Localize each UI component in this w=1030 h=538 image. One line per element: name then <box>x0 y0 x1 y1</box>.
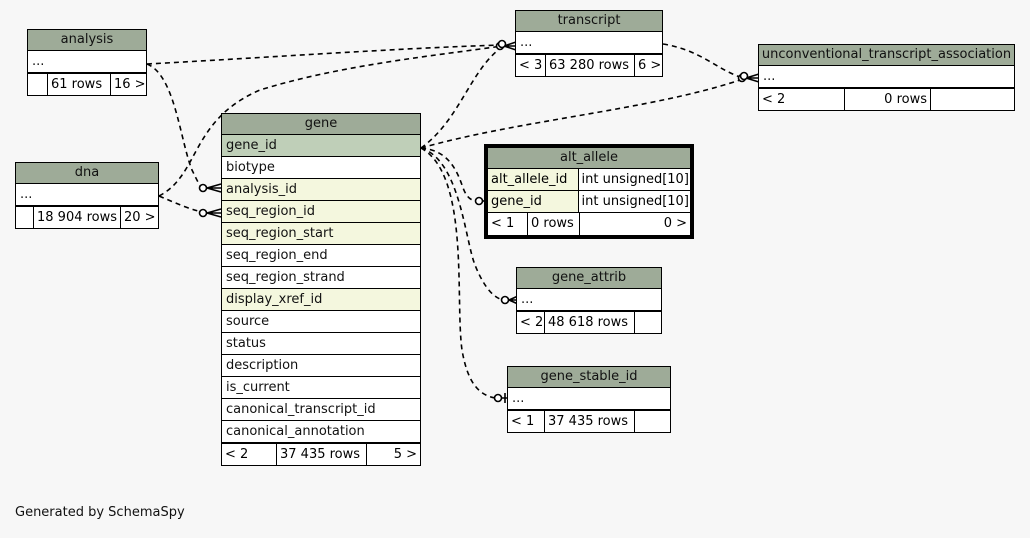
table-header: analysis <box>28 30 146 51</box>
column-analysis-id: analysis_id <box>222 179 420 201</box>
table-row: ... <box>28 51 146 73</box>
column-is-current: is_current <box>222 377 420 399</box>
table-gene-stable-id[interactable]: gene_stable_id ... < 1 37 435 rows <box>507 366 671 433</box>
table-row: ... <box>516 32 662 54</box>
edge-gene-uta <box>420 79 741 149</box>
edge-dna-gene <box>158 195 207 214</box>
row-count: 0 rows <box>845 89 931 110</box>
table-unconventional-transcript-association[interactable]: unconventional_transcript_association ..… <box>758 44 1015 111</box>
child-count <box>635 411 670 432</box>
parent-count: < 3 <box>516 55 546 76</box>
child-count: 5 > <box>393 447 417 462</box>
row-count: 61 rows <box>48 74 111 95</box>
table-header: gene_attrib <box>517 268 661 289</box>
table-header: gene <box>222 114 420 135</box>
column-description: description <box>222 355 420 377</box>
parent-count: < 1 <box>508 411 545 432</box>
parent-count: < 2 <box>759 89 845 110</box>
child-count: 0 > <box>663 216 687 231</box>
row-count: 63 280 rows <box>546 55 635 76</box>
child-count: 16 > <box>114 77 146 92</box>
table-header: unconventional_transcript_association <box>759 45 1014 66</box>
edge-analysis-transcript <box>146 44 503 65</box>
child-count: 20 > <box>124 210 156 225</box>
edge-gene-stableid <box>420 147 496 399</box>
table-header: dna <box>16 163 158 184</box>
table-transcript[interactable]: transcript ... < 3 63 280 rows 6 > <box>515 10 663 77</box>
edge-gene-altallele <box>420 147 477 202</box>
column-seq-region-id: seq_region_id <box>222 201 420 223</box>
parent-count: < 2 <box>222 444 277 465</box>
row-count: 48 618 rows <box>545 312 635 333</box>
table-gene-attrib[interactable]: gene_attrib ... < 2 48 618 rows <box>516 267 662 334</box>
child-count <box>635 312 661 333</box>
edge-gene-geneattrib <box>420 147 504 301</box>
column-gene-id: gene_id int unsigned[10] <box>488 191 690 213</box>
column-biotype: biotype <box>222 157 420 179</box>
parent-count <box>16 207 34 228</box>
table-alt-allele[interactable]: alt_allele alt_allele_id int unsigned[10… <box>484 144 694 239</box>
column-seq-region-start: seq_region_start <box>222 223 420 245</box>
table-analysis[interactable]: analysis ... 61 rows 16 > <box>27 29 147 96</box>
edge-gene-transcript <box>420 46 503 149</box>
column-display-xref-id: display_xref_id <box>222 289 420 311</box>
table-row: ... <box>16 184 158 206</box>
column-source: source <box>222 311 420 333</box>
column-alt-allele-id: alt_allele_id int unsigned[10] <box>488 169 690 191</box>
table-header: transcript <box>516 11 662 32</box>
child-count <box>931 89 1014 110</box>
table-row: ... <box>759 66 1014 88</box>
row-count: 37 435 rows <box>277 444 367 465</box>
row-count: 37 435 rows <box>545 411 635 432</box>
column-name: alt_allele_id <box>488 169 579 190</box>
column-canonical-transcript-id: canonical_transcript_id <box>222 399 420 421</box>
parent-count: < 1 <box>488 213 528 235</box>
table-row: ... <box>517 289 661 311</box>
edge-transcript-uta <box>662 43 741 78</box>
column-type: int unsigned[10] <box>581 172 689 187</box>
row-count: 18 904 rows <box>34 207 121 228</box>
table-header: alt_allele <box>488 148 690 169</box>
parent-count: < 2 <box>517 312 545 333</box>
parent-count <box>28 74 48 95</box>
column-status: status <box>222 333 420 355</box>
row-count: 0 rows <box>528 213 580 235</box>
column-type: int unsigned[10] <box>581 194 689 209</box>
column-name: gene_id <box>488 191 579 212</box>
column-seq-region-strand: seq_region_strand <box>222 267 420 289</box>
table-header: gene_stable_id <box>508 367 670 388</box>
column-seq-region-end: seq_region_end <box>222 245 420 267</box>
table-dna[interactable]: dna ... 18 904 rows 20 > <box>15 162 159 229</box>
table-gene[interactable]: gene gene_id biotype analysis_id seq_reg… <box>221 113 421 466</box>
column-canonical-annotation: canonical_annotation <box>222 421 420 443</box>
column-gene-id: gene_id <box>222 135 420 157</box>
table-row: ... <box>508 388 670 410</box>
generator-credit: Generated by SchemaSpy <box>15 505 185 520</box>
child-count: 6 > <box>638 58 662 73</box>
